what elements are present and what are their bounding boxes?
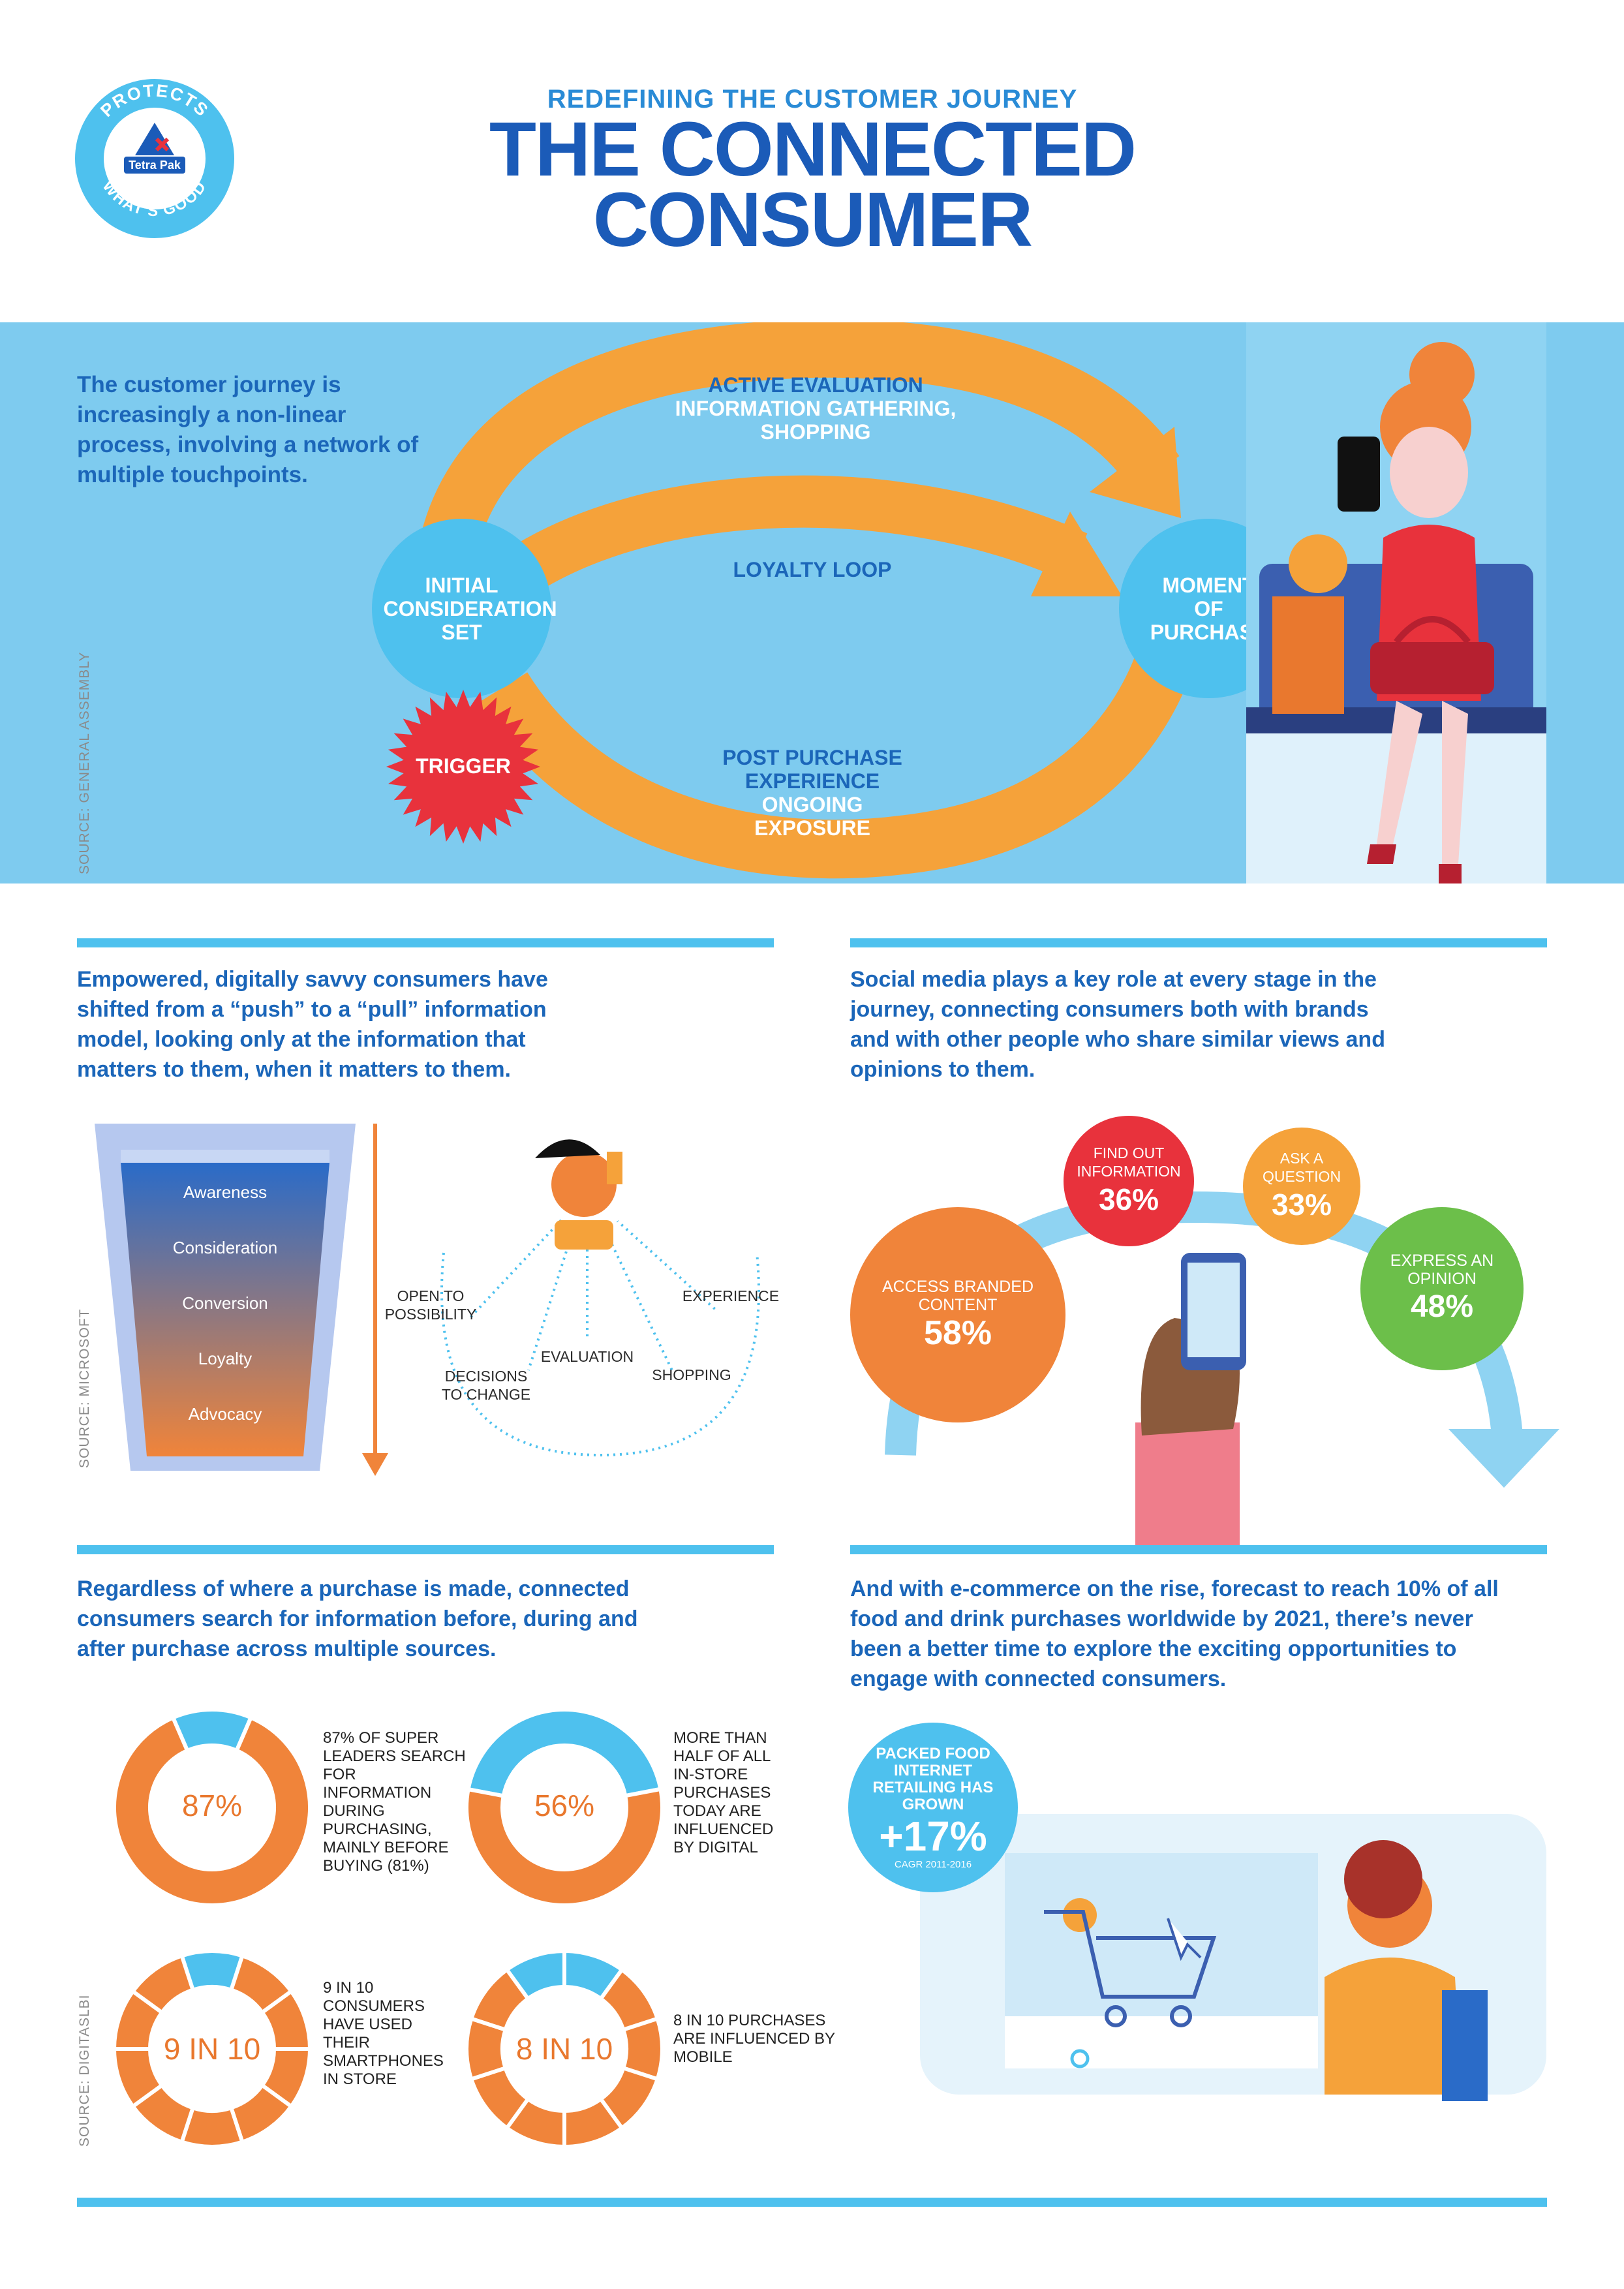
social-bubble-branded: ACCESS BRANDED CONTENT 58% [850,1207,1065,1422]
ecommerce-text: And with e-commerce on the rise, forecas… [850,1576,1499,1691]
funnel-stage: Conversion [182,1293,268,1313]
post-purchase-arc [477,621,1203,879]
post-purchase-text: POST PURCHASE EXPERIENCE ONGOING EXPOSUR… [692,746,933,840]
funnel-stage: Consideration [172,1238,278,1257]
social-bubble-label: ASK A QUESTION [1262,1150,1341,1185]
social-bubble-value: 48% [1410,1289,1474,1324]
stat-donut-87 [112,1708,312,1907]
footer-rule [77,2198,1547,2207]
divider-social [850,938,1547,947]
ecommerce-growth-badge: PACKED FOOD INTERNET RETAILING HAS GROWN… [848,1723,1018,1892]
stat-center-56: 56% [534,1789,595,1822]
search-source: SOURCE: DIGITASLBI [77,1994,92,2147]
funnel-stage: Awareness [183,1182,268,1202]
stat-donut-8in10 [465,1948,664,2149]
stat-center-8in10: 8 IN 10 [515,2032,613,2066]
page-title: THE CONNECTED CONSUMER [323,106,1302,263]
stat-desc-8in10: 8 IN 10 PURCHASES ARE INFLUENCED BY MOBI… [673,2012,835,2066]
stat-desc-9in10: 9 IN 10 CONSUMERS HAVE USED THEIR SMARTP… [323,1979,444,2088]
stat-donut-56 [465,1708,664,1907]
label-open-to-possibility: OPEN TO POSSIBILITY [384,1287,477,1323]
page-title-line2: CONSUMER [592,177,1033,263]
post-purchase-title: POST PURCHASE EXPERIENCE [722,746,902,793]
stat-desc-56: MORE THAN HALF OF ALL IN-STORE PURCHASES… [673,1729,774,1856]
initial-consideration-label: INITIAL CONSIDERATION SET [383,573,557,644]
label-evaluation: EVALUATION [540,1348,634,1365]
pull-text: Empowered, digitally savvy consumers hav… [77,967,548,1082]
active-evaluation-arrowhead [1090,427,1181,518]
post-purchase-sub: ONGOING EXPOSURE [754,793,870,840]
loyalty-loop-arrowhead [1031,512,1122,596]
social-bubble-value: 36% [1098,1182,1159,1216]
stat-center-9in10: 9 IN 10 [163,2032,261,2066]
trigger-label: TRIGGER [416,754,511,778]
social-bubble-find-info: FIND OUT INFORMATION 36% [1064,1116,1194,1246]
divider-search [77,1545,774,1554]
social-text: Social media plays a key role at every s… [850,967,1385,1082]
social-bubble-value: 58% [923,1314,992,1352]
social-bubble-opinion: EXPRESS AN OPINION 48% [1360,1207,1524,1370]
donut-value-segment [130,1953,196,2016]
funnel-stage: Advocacy [188,1404,262,1424]
social-bubble-label: ACCESS BRANDED CONTENT [882,1278,1034,1314]
search-text: Regardless of where a purchase is made, … [77,1576,638,1661]
ecommerce-illustration [920,1814,1546,2101]
initial-consideration-circle: INITIAL CONSIDERATION SET [372,519,557,698]
label-shopping: SHOPPING [652,1366,731,1383]
pull-web-diagram [440,1139,760,1457]
journey-loop-diagram [414,322,1203,879]
donut-value-segment [468,1967,531,2033]
social-bubble-label: EXPRESS AN OPINION [1390,1252,1494,1288]
social-bubble-label: FIND OUT INFORMATION [1077,1144,1181,1180]
logo: Tetra Pak PROTECTS WHAT'S GOOD [73,77,236,240]
journey-intro: The customer journey is increasingly a n… [77,372,419,487]
shopper-illustration [1246,322,1546,883]
ecommerce-badge-label: PACKED FOOD INTERNET RETAILING HAS GROWN [872,1744,994,1813]
funnel-stages: Awareness Consideration Conversion Loyal… [127,1182,323,1460]
loyalty-loop-label: LOYALTY LOOP [733,558,892,581]
pull-source: SOURCE: MICROSOFT [77,1308,92,1468]
tetra-pak-logo-icon: Tetra Pak PROTECTS WHAT'S GOOD [75,79,234,238]
funnel-down-arrow [362,1124,388,1476]
active-evaluation-arc [414,322,1180,580]
donut-value-segment [112,1715,312,1907]
active-evaluation-sub: INFORMATION GATHERING, SHOPPING [675,397,957,444]
trigger-burst-icon: TRIGGER [386,690,540,844]
svg-text:Tetra Pak: Tetra Pak [129,159,181,172]
loyalty-loop-arc [480,475,1088,611]
label-experience: EXPERIENCE [682,1287,780,1304]
stat-donut-9in10 [112,1949,313,2149]
social-bubble-ask-question: ASK A QUESTION 33% [1243,1128,1360,1245]
journey-source: SOURCE: GENERAL ASSEMBLY [77,651,92,874]
donut-value-segment [465,1787,664,1907]
funnel-stage: Loyalty [198,1349,253,1368]
page-title-line1: THE CONNECTED [489,106,1137,192]
phone-hand-illustration [1135,1253,1246,1553]
donut-remainder-segment [466,1708,663,1798]
active-evaluation-title: ACTIVE EVALUATION [708,373,923,397]
ecommerce-badge-value: +17% [879,1812,987,1860]
header-kicker: REDEFINING THE CUSTOMER JOURNEY [547,85,1078,114]
label-decisions-to-change: DECISIONS TO CHANGE [441,1368,531,1403]
stat-center-87: 87% [181,1789,243,1822]
funnel-glass [95,1124,356,1471]
divider-ecommerce [850,1545,1547,1554]
stat-desc-87: 87% OF SUPER LEADERS SEARCH FOR INFORMAT… [323,1729,466,1875]
social-bubble-value: 33% [1271,1188,1332,1221]
active-evaluation-text: ACTIVE EVALUATION INFORMATION GATHERING,… [639,373,992,444]
divider-pull [77,938,774,947]
ecommerce-badge-note: CAGR 2011-2016 [894,1858,972,1870]
